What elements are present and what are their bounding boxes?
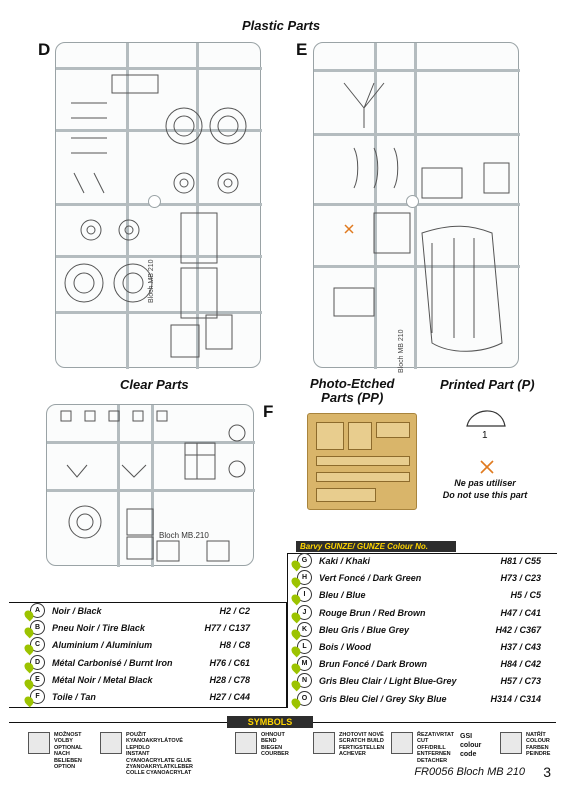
symbol-text: POUŽIT KYANOAKRYLÁTOVÉ LEPIDLO INSTANT C… [126, 732, 194, 777]
colour-reference: H73 / C23 [500, 573, 541, 584]
colour-reference: H8 / C8 [219, 640, 250, 651]
colour-reference: H314 / C314 [490, 693, 541, 704]
footer-title: FR0056 Bloch MB 210 [414, 766, 525, 778]
colour-reference: H57 / C73 [500, 676, 541, 687]
colour-chart-left [9, 602, 287, 708]
colour-reference: H27 / C44 [209, 692, 250, 702]
cut-off-icon [391, 732, 413, 754]
colour-chart-header: Barvy GUNZE/ GUNZE Colour No. [296, 541, 456, 552]
symbols-header: SYMBOLS [227, 716, 313, 728]
colour-code-badge: J [289, 604, 312, 623]
sprue-d-parts [64, 74, 247, 358]
sprue-e-parts [333, 82, 510, 352]
sprue-letter-f: F [263, 402, 274, 421]
bend-icon [235, 732, 257, 754]
colour-reference: H42 / C367 [495, 624, 541, 635]
colour-name: Kaki / Khaki [319, 556, 371, 566]
colour-code-badge: D [22, 654, 45, 673]
colour-row: I Bleu / Blue H5 / C5 [289, 587, 541, 606]
symbol-text: NATŘÍT COLOUR FARBEN PEINDRE [526, 732, 551, 758]
colour-code-badge: E [22, 671, 45, 691]
sprue-d-marking: Bloch MB 210 [148, 259, 155, 303]
colour-reference: H37 / C43 [500, 642, 541, 652]
colour-row: E Métal Noir / Metal Black H28 / C78 [22, 671, 250, 691]
colour-name: Pneu Noir / Tire Black [52, 623, 145, 634]
colour-name: Bleu / Blue [319, 590, 366, 601]
colour-reference: H47 / C41 [500, 607, 541, 618]
colour-name: Vert Foncé / Dark Green [319, 573, 422, 584]
sprue-letter-d: D [38, 40, 51, 59]
colour-row: H Vert Foncé / Dark Green H73 / C23 [289, 570, 541, 589]
colour-row: N Gris Bleu Clair / Light Blue-Grey H57 / … [289, 673, 541, 692]
colour-reference: H5 / C5 [510, 590, 541, 601]
colour-row: L Bois / Wood H37 / C43 [289, 639, 541, 658]
colour-row: A Noir / Black H2 / C2 [22, 603, 250, 622]
colour-code-badge: K [289, 621, 312, 641]
colour-row: B Pneu Noir / Tire Black H77 / C137 [22, 620, 250, 639]
colour-code-badge: F [22, 689, 45, 708]
colour-code-badge: L [289, 639, 312, 658]
colour-code-badge: I [289, 587, 312, 606]
do-not-use-note-fr: Ne pas utiliser [454, 478, 516, 488]
glue-drop-icon [100, 732, 122, 754]
colour-code-badge: B [22, 620, 45, 639]
colour-name: Rouge Brun / Red Brown [319, 607, 426, 618]
colour-row: M Brun Foncé / Dark Brown H84 / C42 [289, 656, 541, 675]
symbol-text: OHNOUT BEND BIEGEN COURBER [261, 732, 289, 758]
plastic-parts-title: Plastic Parts [242, 18, 321, 33]
colour-code-badge: M [289, 656, 312, 675]
sprue-letter-e: E [296, 40, 308, 59]
scratch-build-icon [313, 732, 335, 754]
colour-row: C Aluminium / Aluminium H8 / C8 [22, 637, 250, 656]
symbol-text: ZHOTOVIT NOVÉ SCRATCH BUILD FERTIGSTELLE… [339, 732, 385, 758]
colour-code-badge: O [289, 690, 312, 709]
sprue-f: Bloch MB.210 [46, 404, 255, 567]
colour-row: F Toile / Tan H27 / C44 [22, 689, 250, 708]
colour-reference: H81 / C55 [500, 556, 541, 566]
do-not-use-icon [480, 460, 494, 474]
colour-name: Aluminium / Aluminium [52, 640, 153, 651]
colour-name: Métal Noir / Metal Black [52, 674, 153, 685]
symbol-text: MOŽNOST VOLBY OPTIONAL NACH BELIEBEN OPT… [54, 732, 83, 771]
colour-reference: H28 / C78 [209, 674, 250, 685]
colour-reference: H84 / C42 [500, 659, 541, 670]
printed-part-number: 1 [482, 430, 488, 441]
colour-reference: H77 / C137 [204, 623, 250, 634]
colour-code-badge: C [22, 637, 45, 656]
colour-name: Bois / Wood [319, 642, 371, 652]
colour-reference: H2 / C2 [219, 606, 250, 616]
colour-row: O Gris Bleu Ciel / Grey Sky Blue H314 / C3… [289, 690, 541, 709]
printed-part-canopy [466, 410, 506, 427]
clear-parts-title: Clear Parts [120, 377, 189, 392]
page-number: 3 [543, 764, 551, 780]
symbol-text: GSI colour code [460, 733, 482, 758]
colour-code-badge: N [289, 673, 312, 692]
colour-name: Bleu Gris / Blue Grey [319, 624, 410, 635]
colour-row: K Bleu Gris / Blue Grey H42 / C367 [289, 621, 541, 641]
colour-name: Brun Foncé / Dark Brown [319, 659, 428, 670]
colour-row: J Rouge Brun / Red Brown H47 / C41 [289, 604, 541, 623]
photo-etched-fret [307, 413, 417, 510]
colour-name: Métal Carbonisé / Burnt Iron [52, 657, 173, 668]
colour-name: Noir / Black [52, 606, 102, 616]
sprue-f-parts [60, 410, 246, 562]
colour-row: G Kaki / Khaki H81 / C55 [289, 553, 541, 572]
symbol-text: ŘEZAT/VRTAT CUT OFF/DRILL ENTFERNEN DETA… [417, 732, 454, 764]
colour-chart-right [287, 553, 557, 708]
colour-name: Gris Bleu Ciel / Grey Sky Blue [319, 693, 447, 704]
optional-icon [28, 732, 50, 754]
colour-reference: H76 / C61 [209, 657, 250, 668]
colour-code-badge: G [289, 553, 312, 572]
sprue-f-marking: Bloch MB.210 [159, 531, 209, 540]
colour-row: D Métal Carbonisé / Burnt Iron H76 / C61 [22, 654, 250, 673]
paint-icon [500, 732, 522, 754]
colour-code-badge: H [289, 570, 312, 589]
colour-code-badge: A [22, 603, 45, 622]
colour-name: Toile / Tan [52, 692, 96, 702]
do-not-use-note-en: Do not use this part [442, 490, 528, 500]
photo-etched-title: Photo-Etched Parts (PP) [310, 376, 395, 405]
colour-name: Gris Bleu Clair / Light Blue-Grey [319, 676, 457, 687]
printed-part-title: Printed Part (P) [440, 377, 535, 392]
sprue-e-marking: Bloch MB 210 [398, 329, 405, 373]
